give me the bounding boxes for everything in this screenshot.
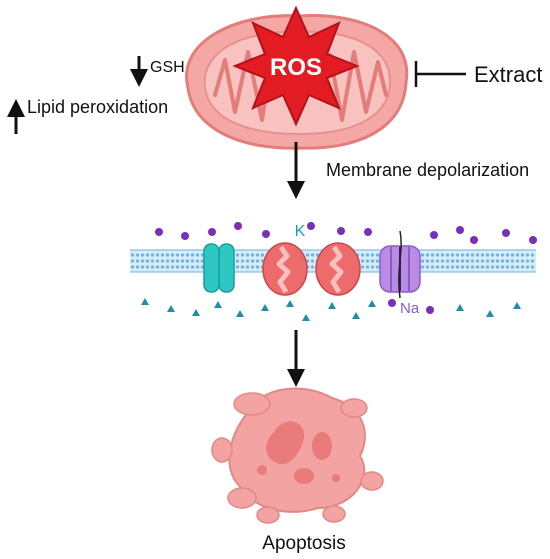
potassium-ions — [155, 222, 537, 314]
apoptosis-label: Apoptosis — [262, 533, 345, 554]
membrane-pore-icon — [262, 242, 361, 296]
sodium-label: Na — [400, 300, 420, 317]
lipid-peroxidation-label: Lipid peroxidation — [27, 97, 168, 117]
sodium-ions — [141, 298, 521, 321]
gsh-label: GSH — [150, 59, 185, 76]
apoptotic-cell-icon — [211, 387, 384, 524]
lipid-peroxidation-increase: Lipid peroxidation — [7, 97, 168, 134]
gsh-decrease: GSH — [130, 56, 185, 87]
potassium-label: K — [295, 223, 306, 240]
ros-label: ROS — [270, 54, 322, 81]
membrane-depolarization-label: Membrane depolarization — [326, 160, 529, 180]
cell-membrane-icon: K Na — [130, 222, 537, 321]
potassium-channel-icon — [203, 243, 235, 293]
extract-label: Extract — [474, 62, 542, 87]
inhibition-arrow-icon — [414, 61, 466, 87]
sodium-channel-icon — [379, 230, 421, 299]
ros-burst-icon: ROS — [232, 5, 360, 127]
